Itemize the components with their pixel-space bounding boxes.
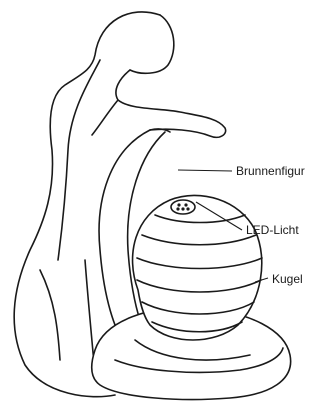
callout-label-brunnenfigur: Brunnenfigur (236, 164, 305, 178)
callout-brunnenfigur: Brunnenfigur (178, 164, 305, 178)
callout-kugel: Kugel (255, 272, 303, 286)
sphere-drawing (133, 195, 262, 340)
callout-label-kugel: Kugel (272, 272, 303, 286)
led-light-nozzle (171, 200, 195, 214)
callout-label-led-licht: LED-Licht (246, 223, 299, 237)
